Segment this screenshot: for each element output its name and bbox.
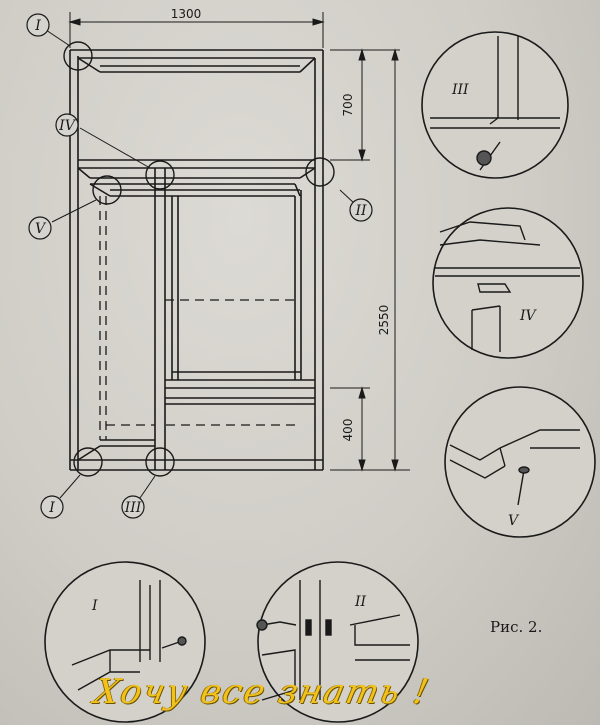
hidden-edges (99, 196, 300, 440)
detail-V: V (444, 386, 596, 538)
callout-circles (63, 41, 335, 477)
detail-I: I (44, 561, 206, 723)
dim-total-height: 2550 (377, 305, 391, 336)
detail-IV-label: IV (519, 308, 538, 324)
callout-label-I-bottom: I (48, 500, 55, 516)
detail-III: III (421, 31, 569, 179)
detail-II: II (256, 561, 419, 723)
callout-label-III: III (124, 500, 142, 516)
dim-upper: 700 (341, 94, 355, 117)
detail-V-label: V (508, 513, 520, 529)
dim-width: 1300 (171, 7, 202, 21)
detail-II-label: II (354, 594, 367, 610)
dim-lower: 400 (341, 419, 355, 442)
dimension-lines (68, 12, 410, 472)
watermark-text: Хочу все знать ! (90, 672, 434, 712)
frame-structure (69, 49, 324, 471)
callout-label-I-top: I (34, 18, 41, 34)
figure-caption: Рис. 2. (490, 618, 542, 636)
detail-IV: IV (432, 207, 584, 359)
callout-label-II: II (354, 203, 367, 219)
callout-label-V: V (35, 221, 47, 237)
detail-I-label: I (91, 598, 98, 614)
detail-III-label: III (451, 82, 469, 98)
callout-label-IV: IV (58, 118, 77, 134)
